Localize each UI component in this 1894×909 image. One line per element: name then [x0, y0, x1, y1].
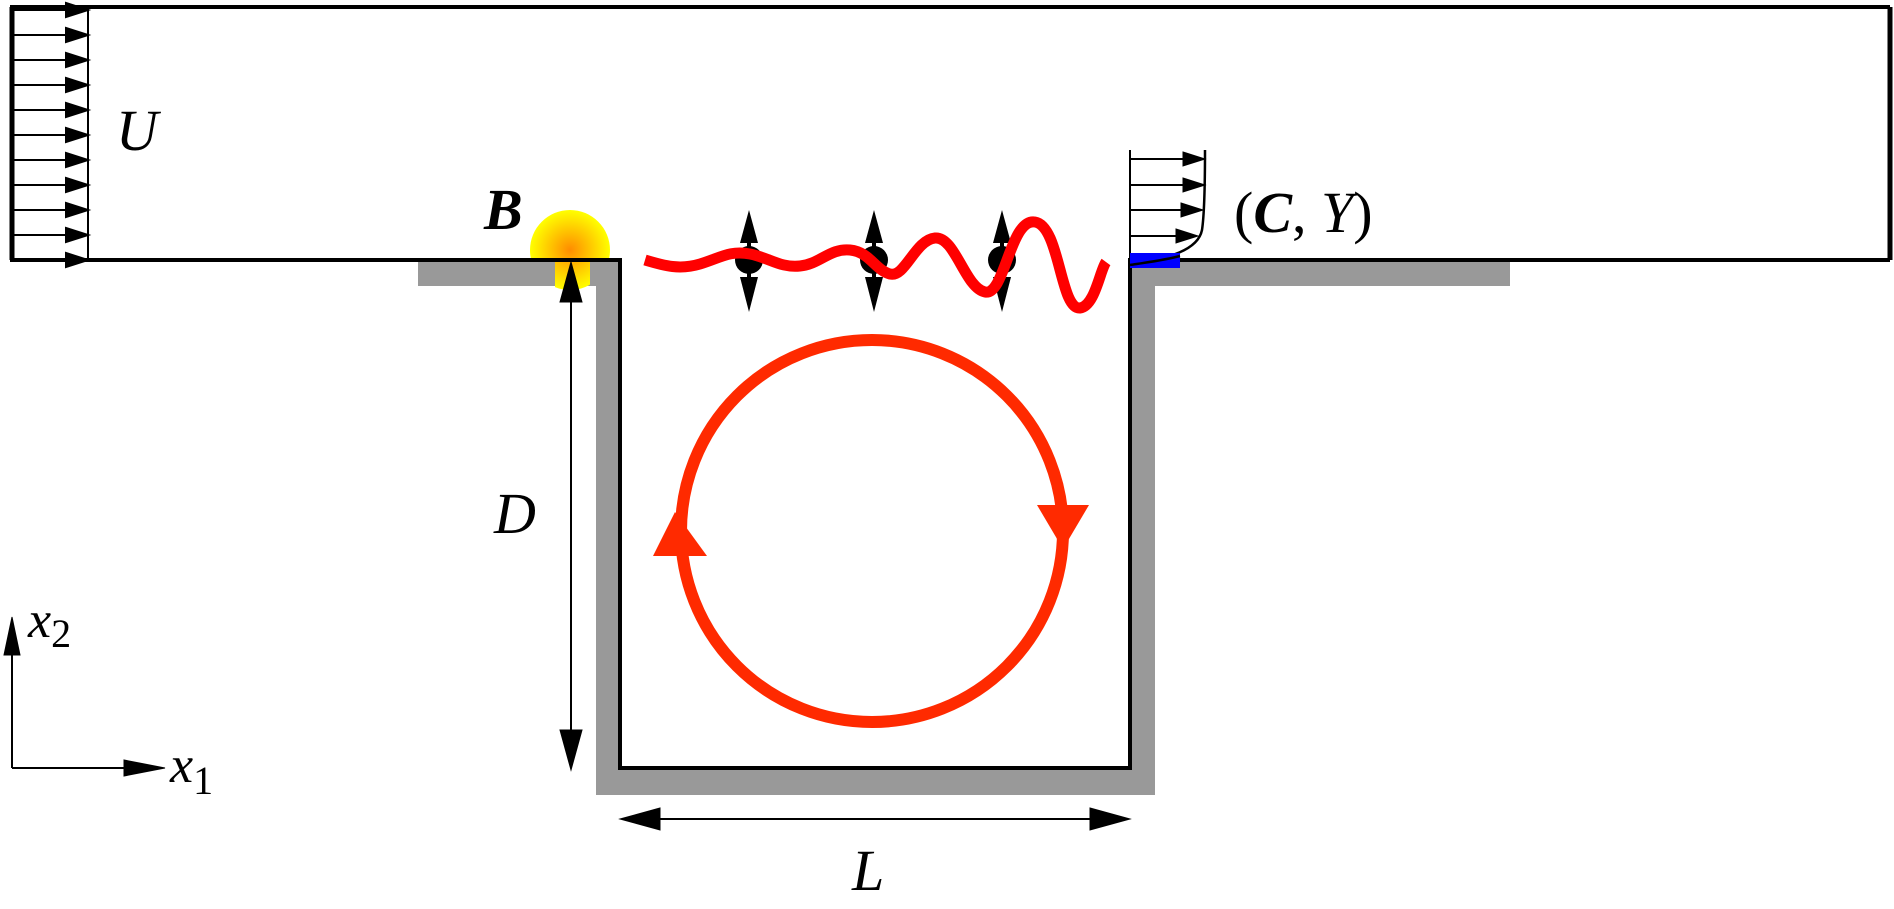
wall-shading: [418, 262, 1510, 795]
depth-dimension-arrow: [559, 260, 583, 772]
outflow-velocity-profile: [1129, 149, 1207, 267]
length-dimension-arrow: [618, 807, 1132, 831]
label-U: U: [116, 98, 162, 163]
label-sensor: (C, Y): [1234, 180, 1373, 245]
label-x1: x1: [169, 737, 213, 803]
label-x2: x2: [27, 592, 71, 656]
cavity-walls: [618, 260, 1132, 770]
label-B: B: [483, 177, 523, 242]
label-D: D: [493, 481, 536, 546]
inflow-velocity-profile: [12, 1, 92, 269]
vortex-arrow-down-icon: [1037, 505, 1089, 549]
shear-layer-wave: [643, 216, 1111, 314]
profile-curve-tail: [1129, 254, 1181, 267]
channel-walls: [9, 5, 1893, 262]
vortex-recirculation: [653, 334, 1089, 728]
inflow-arrows: [12, 1, 92, 269]
coordinate-axes: [3, 616, 166, 777]
vortex-arrow-up-icon: [653, 512, 707, 556]
label-L: L: [851, 838, 884, 903]
